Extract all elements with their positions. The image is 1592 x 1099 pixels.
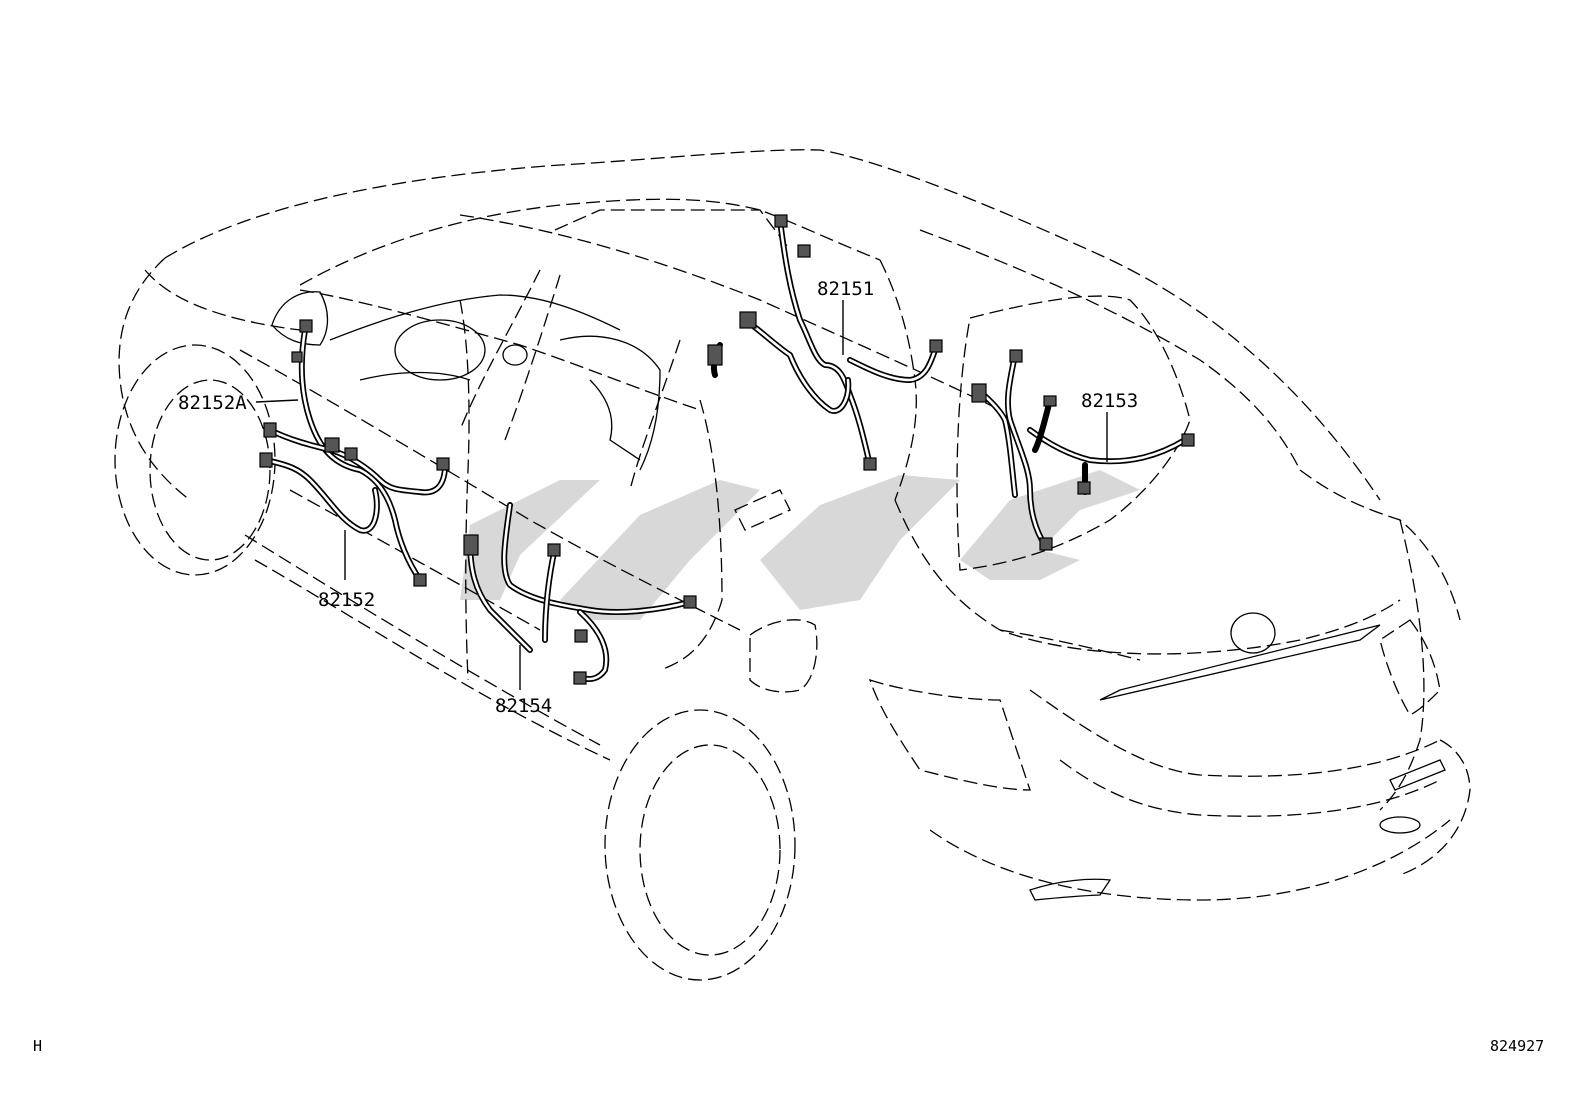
part-label-82152: 82152	[318, 589, 376, 611]
part-label-82151: 82151	[817, 278, 875, 300]
corner-code-left: H	[33, 1037, 43, 1055]
harness-82154	[463, 502, 697, 685]
watermark-logo	[460, 470, 1140, 620]
corner-code-right: 824927	[1490, 1037, 1545, 1055]
part-label-82153: 82153	[1081, 390, 1139, 412]
harness-82151	[707, 214, 943, 471]
part-label-82152a: 82152A	[178, 392, 247, 414]
harness-82152	[259, 319, 450, 587]
car-body-outline	[114, 149, 1471, 981]
harness-82153	[971, 349, 1195, 551]
leader-lines	[255, 300, 1108, 690]
part-label-82154: 82154	[495, 695, 553, 717]
